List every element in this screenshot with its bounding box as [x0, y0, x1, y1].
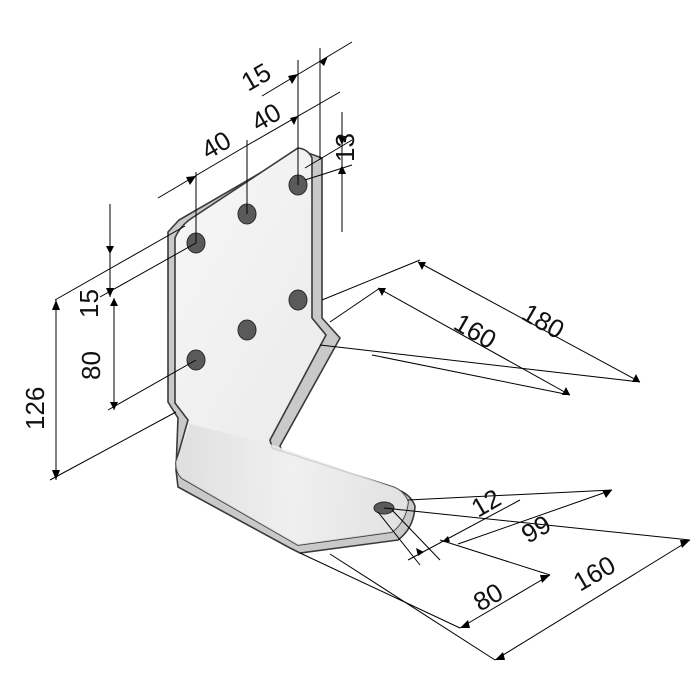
dim-hole-spacing-vertical: 80 [76, 351, 106, 380]
extension-lines [49, 48, 691, 661]
dim-base-offset: 80 [468, 577, 508, 617]
hole-bottom-middle [237, 319, 257, 341]
dimension-lines [52, 41, 691, 661]
dim-foot-length-inner: 160 [449, 307, 502, 355]
dim-foot-hole-position: 99 [516, 509, 556, 549]
dim-edge-offset-side: 15 [74, 289, 104, 318]
dim-base-length: 160 [568, 550, 621, 598]
dim-hole-spacing-right: 40 [246, 97, 286, 137]
dim-edge-offset-top: 13 [330, 133, 360, 162]
dim-hole-spacing-left: 40 [196, 125, 236, 165]
dim-upright-height: 126 [20, 387, 50, 430]
foot-face-highlight [176, 424, 408, 545]
bracket-part [167, 147, 416, 554]
hole-bottom-right [288, 289, 308, 311]
dim-foot-length-outer: 180 [517, 297, 570, 345]
